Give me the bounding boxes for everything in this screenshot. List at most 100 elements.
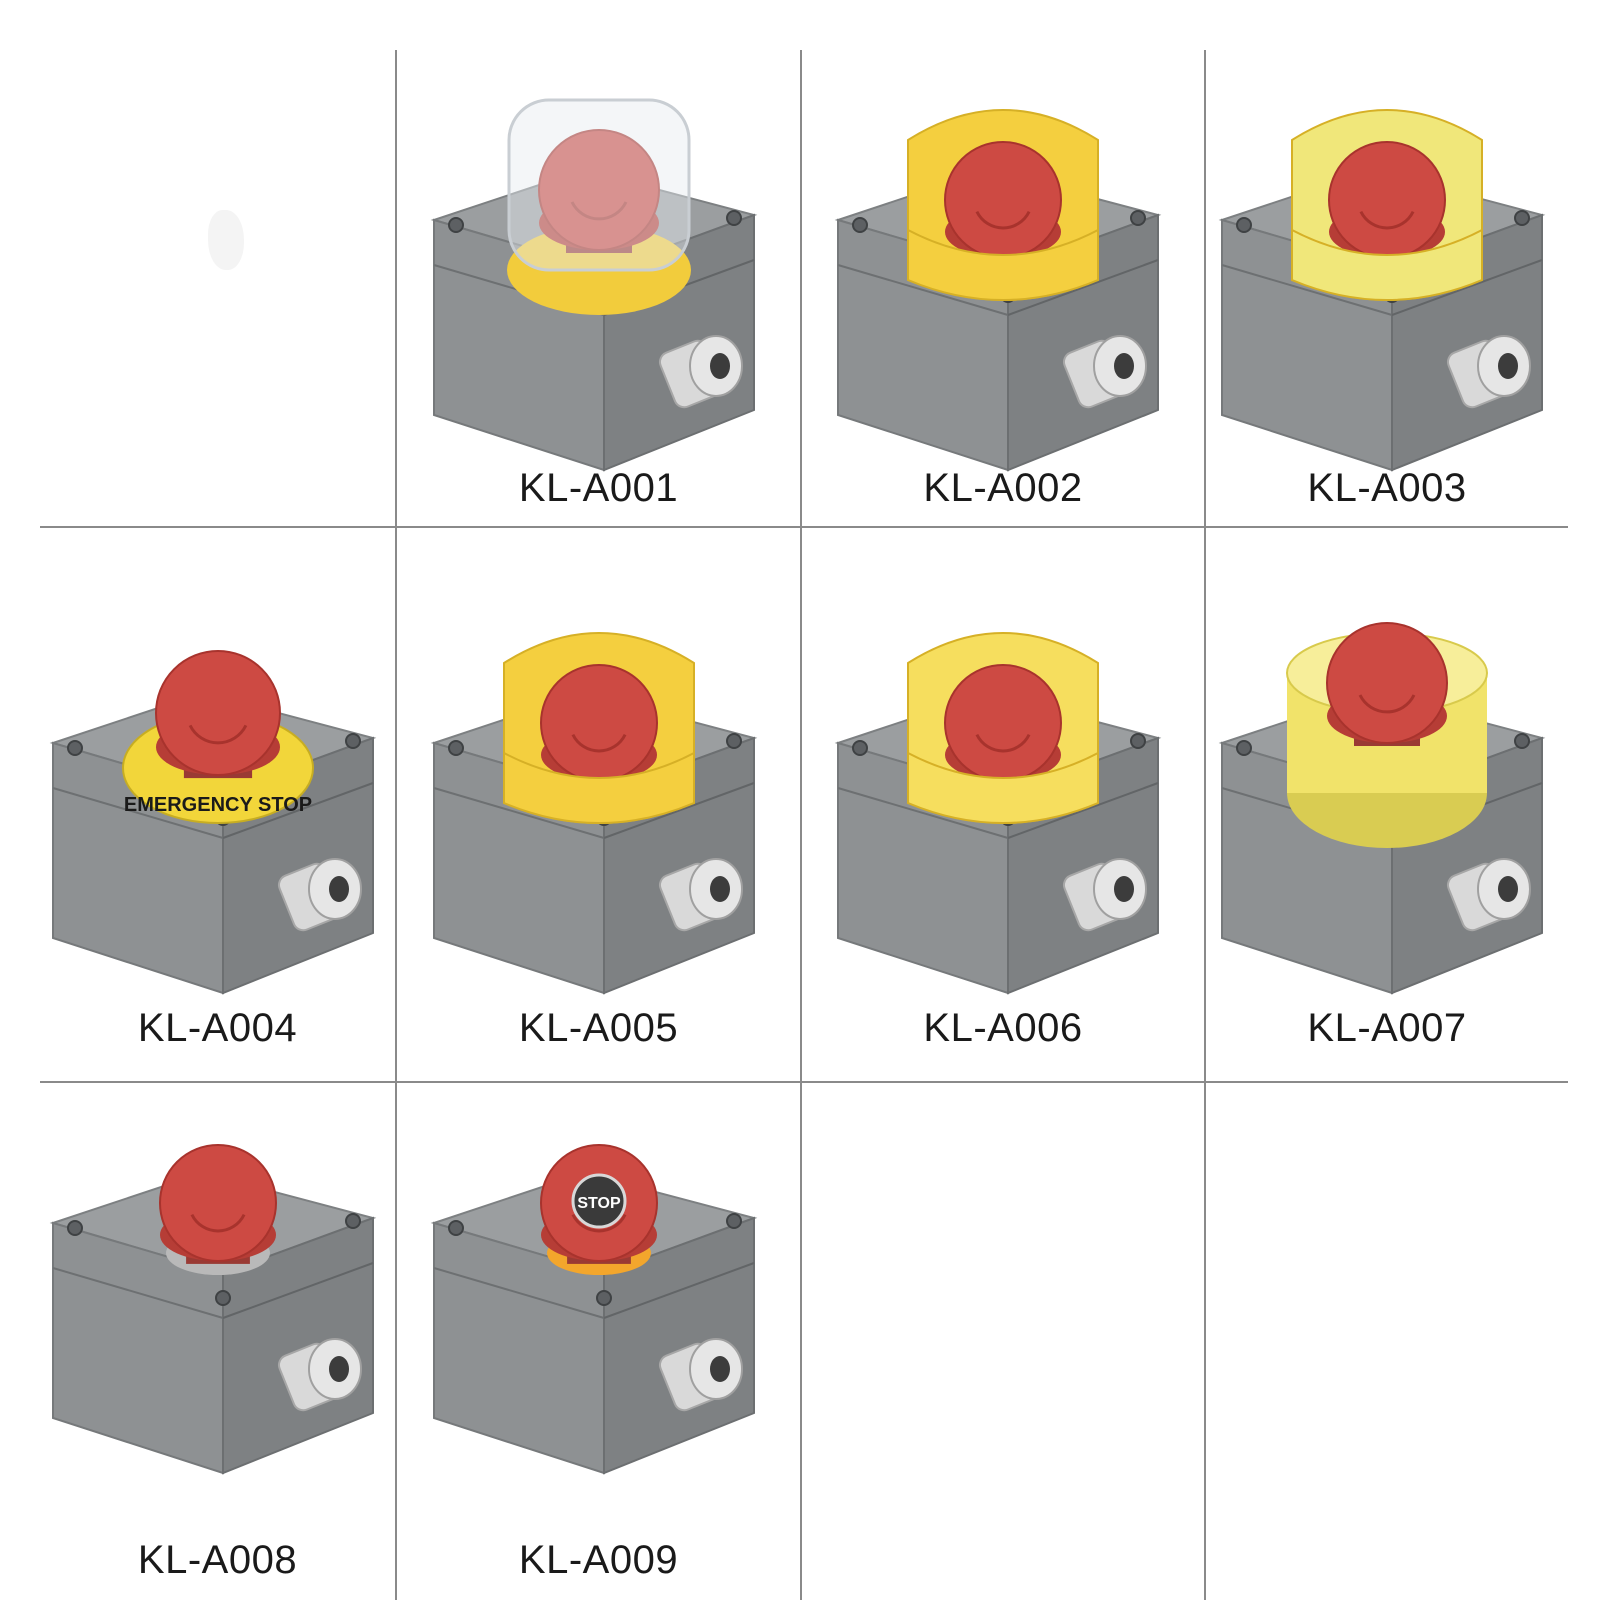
screw bbox=[67, 740, 83, 756]
cable-entry bbox=[329, 876, 349, 902]
screw bbox=[1514, 210, 1530, 226]
stop-badge bbox=[571, 1173, 627, 1229]
lid-seam bbox=[1007, 782, 1159, 839]
product-photo: STOP bbox=[430, 1144, 758, 1475]
cable-entry bbox=[1498, 876, 1518, 902]
product-cell: KL-A002 bbox=[802, 50, 1204, 526]
model-label: KL-A006 bbox=[923, 1006, 1083, 1050]
screw bbox=[1130, 733, 1146, 749]
screw bbox=[345, 733, 361, 749]
screw bbox=[67, 1220, 83, 1236]
screw bbox=[448, 217, 464, 233]
screw bbox=[448, 740, 464, 756]
lid-seam bbox=[1391, 259, 1543, 316]
cable-entry bbox=[329, 1356, 349, 1382]
product-photo bbox=[1218, 109, 1546, 472]
twist-arrow bbox=[188, 724, 248, 745]
button-head bbox=[944, 664, 1062, 782]
twist-arrow bbox=[975, 733, 1031, 753]
screw bbox=[1130, 210, 1146, 226]
stop-text: STOP bbox=[577, 1195, 621, 1212]
twist-arrow bbox=[570, 201, 628, 221]
screw bbox=[852, 217, 868, 233]
clear-cover bbox=[507, 98, 691, 272]
cable-entry bbox=[710, 1356, 730, 1382]
button-head bbox=[155, 650, 281, 776]
lid-seam bbox=[1007, 259, 1159, 316]
product-photo bbox=[430, 632, 758, 995]
product-cell: KL-A008 bbox=[40, 1083, 395, 1600]
grid-line bbox=[40, 1081, 1568, 1083]
lid-seam bbox=[603, 782, 755, 839]
model-label: KL-A004 bbox=[137, 1006, 298, 1050]
cable-entry bbox=[710, 876, 730, 902]
cable-entry bbox=[1114, 876, 1134, 902]
lid-seam bbox=[222, 1262, 374, 1319]
housing-side bbox=[603, 1216, 755, 1475]
shroud-front bbox=[907, 751, 1099, 824]
screw bbox=[726, 1213, 742, 1229]
screw bbox=[726, 733, 742, 749]
button-head bbox=[540, 664, 658, 782]
product-cell: STOP KL-A009 bbox=[397, 1083, 800, 1600]
model-label: KL-A002 bbox=[923, 466, 1083, 510]
empty-cell bbox=[1206, 1083, 1568, 1600]
screw bbox=[345, 1213, 361, 1229]
product-cell: KL-A003 bbox=[1206, 50, 1568, 526]
product-photo bbox=[834, 632, 1162, 995]
twist-arrow bbox=[975, 210, 1031, 230]
product-photo bbox=[834, 109, 1162, 472]
model-label: KL-A008 bbox=[137, 1538, 298, 1582]
screw bbox=[726, 210, 742, 226]
product-photo bbox=[49, 1144, 377, 1475]
lid-seam bbox=[52, 787, 224, 839]
button-head bbox=[944, 141, 1062, 259]
lid-seam bbox=[837, 264, 1009, 316]
lid-seam bbox=[222, 782, 374, 839]
shroud-front bbox=[503, 751, 695, 824]
button-head bbox=[1326, 622, 1448, 744]
product-photo: EMERGENCY STOP bbox=[49, 650, 377, 995]
product-cell: KL-A006 bbox=[802, 528, 1204, 1081]
lid-seam bbox=[603, 1262, 755, 1319]
screw bbox=[852, 740, 868, 756]
grid-line bbox=[40, 526, 1568, 528]
shroud-front bbox=[1291, 228, 1483, 301]
empty-cell bbox=[40, 50, 395, 526]
lid-seam bbox=[1221, 264, 1393, 316]
cable-entry bbox=[1498, 353, 1518, 379]
lid-seam bbox=[433, 787, 605, 839]
model-label: KL-A007 bbox=[1307, 1006, 1467, 1050]
button-head bbox=[538, 129, 660, 251]
product-cell: EMERGENCY STOP KL-A004 bbox=[40, 528, 395, 1081]
model-label: KL-A001 bbox=[518, 466, 679, 510]
model-label: KL-A003 bbox=[1307, 466, 1467, 510]
button-head bbox=[159, 1144, 277, 1262]
screw bbox=[1236, 217, 1252, 233]
grid-line bbox=[1204, 50, 1206, 1600]
lid-seam bbox=[433, 1267, 605, 1319]
screw bbox=[596, 1290, 612, 1306]
cable-entry bbox=[710, 353, 730, 379]
screw bbox=[1514, 733, 1530, 749]
screw bbox=[215, 1290, 231, 1306]
twist-arrow bbox=[190, 1213, 246, 1233]
twist-arrow bbox=[571, 1213, 627, 1233]
lid-seam bbox=[52, 1267, 224, 1319]
model-label: KL-A009 bbox=[518, 1538, 679, 1582]
housing-side bbox=[222, 1216, 374, 1475]
faint-mark bbox=[208, 210, 244, 270]
twist-arrow bbox=[1359, 210, 1415, 230]
product-cell: KL-A005 bbox=[397, 528, 800, 1081]
twist-arrow bbox=[571, 733, 627, 753]
shroud-front bbox=[907, 228, 1099, 301]
screw bbox=[448, 1220, 464, 1236]
product-photo bbox=[1218, 622, 1546, 995]
grid-line bbox=[800, 50, 802, 1600]
model-label: KL-A005 bbox=[518, 1006, 679, 1050]
product-cell: KL-A007 bbox=[1206, 528, 1568, 1081]
legend-text: EMERGENCY STOP bbox=[124, 794, 312, 816]
product-cell: KL-A001 bbox=[397, 50, 800, 526]
lid-seam bbox=[837, 787, 1009, 839]
